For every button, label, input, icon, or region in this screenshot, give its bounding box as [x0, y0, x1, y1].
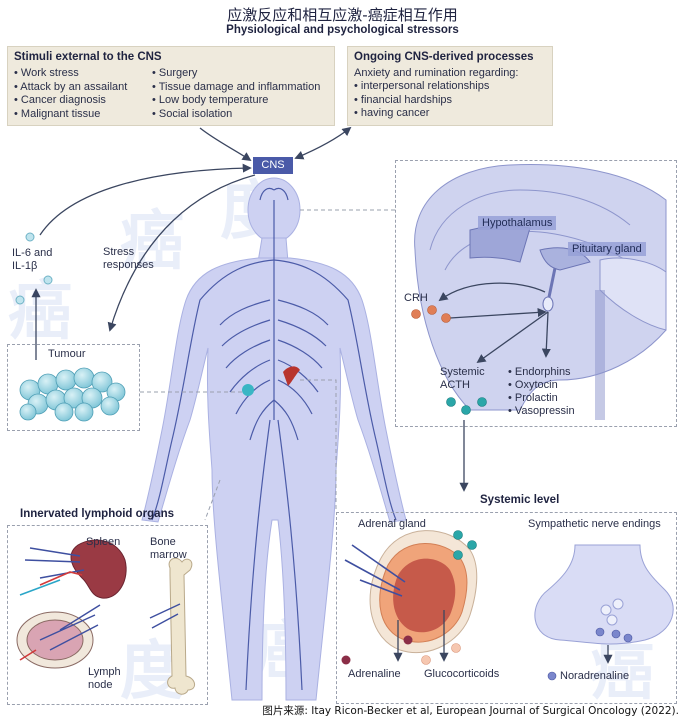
external-col1: • Work stress • Attack by an assailant •… [14, 67, 127, 121]
body-tumour-mark [242, 384, 254, 396]
brain-illustration [414, 164, 667, 420]
ongoing-list: • interpersonal relationships • financia… [354, 80, 489, 121]
sympathetic-label: Sympathetic nerve endings [528, 518, 661, 530]
list-item: • Social isolation [152, 107, 233, 120]
watermark-glyph: 癌 [8, 275, 72, 349]
lymphoid-heading: Innervated lymphoid organs [20, 508, 174, 520]
adrenaline-label: Adrenaline [348, 668, 401, 680]
external-col2: • Surgery • Tissue damage and inflammati… [152, 67, 320, 121]
watermark-glyph: 癌 [590, 635, 654, 709]
list-item: • Cancer diagnosis [14, 94, 106, 106]
noradrenaline-dots [547, 627, 633, 681]
list-item: • Malignant tissue [14, 107, 101, 120]
page-title: 应激反应和相互应激-癌症相互作用 [227, 6, 458, 24]
nerve-terminal-illustration [534, 544, 674, 645]
systemic-level-heading: Systemic level [480, 494, 560, 506]
cns-label: CNS [253, 157, 293, 174]
list-item: • Surgery [152, 67, 198, 79]
ongoing-processes-box: Ongoing CNS-derived processes Anxiety an… [347, 46, 553, 126]
ongoing-heading: Ongoing CNS-derived processes [354, 51, 534, 63]
list-item: • interpersonal relationships [354, 80, 490, 92]
list-item: • Vasopressin [508, 405, 575, 417]
acth-dots-adrenal [453, 530, 477, 560]
body-adrenal-mark [283, 366, 300, 386]
tumour-cluster [19, 367, 126, 422]
arrow-acth [476, 311, 549, 364]
source-caption: 图片来源: Itay Ricon-Becker et al, European … [262, 705, 679, 717]
list-item: • Work stress [14, 67, 79, 79]
glucocorticoids-label: Glucocorticoids [424, 668, 500, 680]
crh-dots [411, 305, 451, 323]
arrow-il6-to-cns [39, 163, 252, 236]
list-item: • financial hardships [354, 93, 453, 106]
arrow-crh-in [449, 307, 547, 319]
bone-illustration [149, 557, 195, 695]
list-item: • Endorphins [508, 366, 571, 378]
adrenal-gland-label: Adrenal gland [358, 518, 426, 530]
brain-box [395, 160, 677, 427]
hormone-list: • Endorphins • Oxytocin • Prolactin • Va… [508, 366, 575, 418]
watermark-glyph: 癌 [120, 205, 184, 279]
list-item: • Oxytocin [508, 379, 558, 391]
arrow-external-to-cns [199, 127, 252, 162]
hypothalamus-label: Hypothalamus [478, 216, 557, 230]
page-subtitle: Physiological and psychological stressor… [226, 24, 459, 36]
tumour-box [7, 344, 140, 431]
arrow-ongoing-cns [294, 126, 352, 160]
list-item: • Tissue damage and inflammation [152, 80, 321, 93]
list-item: • Low body temperature [152, 94, 269, 106]
arrow-crh [438, 282, 546, 302]
nervous-system [151, 187, 397, 691]
arrow-cns-to-stress [107, 174, 256, 332]
spleen-label: Spleen [86, 536, 121, 548]
list-item: • Prolactin [508, 392, 558, 404]
glucocorticoid-dots [421, 643, 461, 665]
ongoing-intro: Anxiety and rumination regarding: [354, 67, 519, 79]
tumour-label: Tumour [48, 348, 86, 360]
acth-dots [446, 397, 487, 415]
external-stimuli-box: Stimuli external to the CNS • Work stres… [7, 46, 335, 126]
arrow-hormones [541, 311, 551, 358]
crh-label: CRH [404, 292, 428, 304]
pituitary-label: Pituitary gland [568, 242, 646, 256]
lymph-node-illustration [16, 604, 101, 669]
systemic-box [336, 512, 677, 704]
cytokine-dots [15, 232, 53, 305]
adrenaline-dots [341, 635, 413, 665]
noradrenaline-label: Noradrenaline [560, 670, 630, 682]
external-stimuli-heading: Stimuli external to the CNS [14, 51, 162, 63]
list-item: • having cancer [354, 107, 430, 119]
adrenal-gland-illustration [344, 530, 478, 654]
spleen-illustration [19, 539, 127, 599]
list-item: • Attack by an assailant [14, 80, 128, 93]
lymphoid-box [7, 525, 208, 705]
